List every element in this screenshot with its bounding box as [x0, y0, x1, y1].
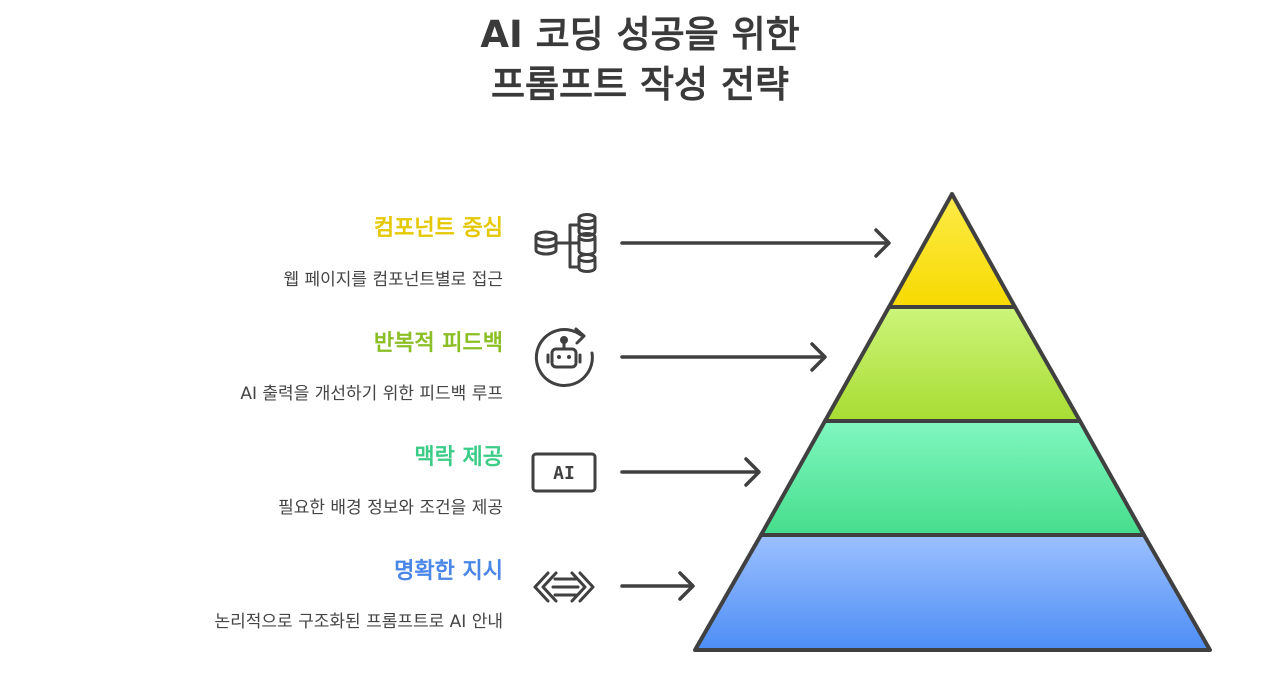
tier-desc-instructions: 논리적으로 구조화된 프롬프트로 AI 안내: [214, 612, 504, 632]
ai-chip-icon: AI: [531, 452, 597, 493]
arrow-component: [620, 228, 891, 258]
code-arrows-icon: [533, 571, 595, 603]
ai-chip-label: AI: [553, 463, 575, 484]
title-line-2: 프롬프트 작성 전략: [490, 63, 790, 106]
tier-desc-feedback: AI 출력을 개선하기 위한 피드백 루프: [240, 384, 503, 404]
pyramid-layer-context: [759, 419, 1146, 537]
tier-title-context: 맥락 제공: [414, 445, 503, 470]
tier-desc-context: 필요한 배경 정보와 조건을 제공: [278, 498, 503, 518]
pyramid-layer-component: [887, 192, 1017, 309]
arrow-instructions: [620, 571, 695, 601]
database-stack-icon: [534, 213, 597, 273]
tier-title-feedback: 반복적 피드백: [373, 331, 503, 356]
tier-title-instructions: 명확한 지시: [394, 559, 503, 584]
tier-desc-component: 웹 페이지를 컴포넌트별로 접근: [283, 270, 503, 290]
pyramid-layer-feedback: [823, 305, 1082, 423]
robot-refresh-icon: [534, 327, 594, 388]
title-line-1: AI 코딩 성공을 위한: [480, 13, 800, 56]
arrow-context: [620, 457, 761, 487]
page-title: AI 코딩 성공을 위한 프롬프트 작성 전략: [0, 10, 1280, 110]
tier-title-component: 컴포넌트 중심: [373, 216, 503, 241]
arrow-feedback: [620, 342, 827, 372]
pyramid-layer-instructions: [693, 533, 1212, 652]
